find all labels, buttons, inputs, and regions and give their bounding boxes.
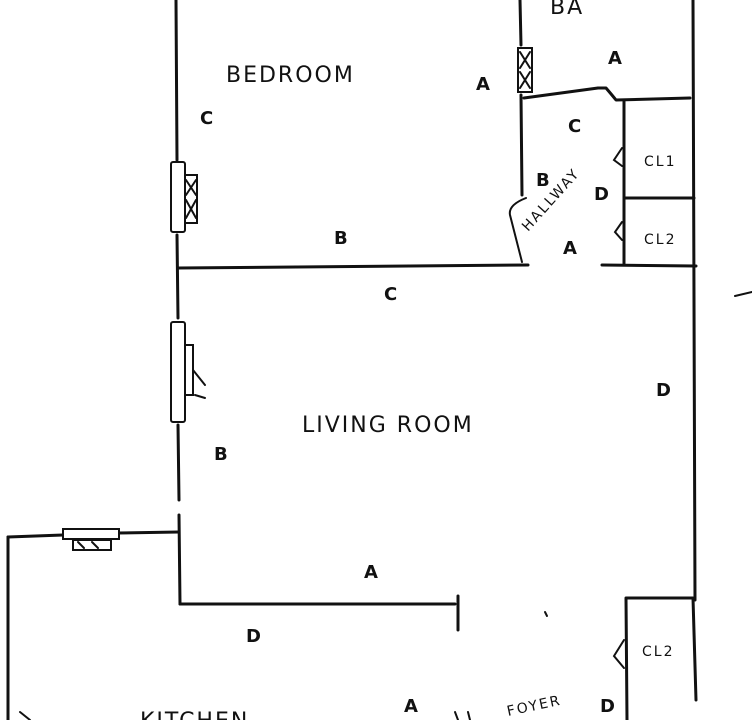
stray-mark — [19, 711, 31, 720]
wall-label: D — [656, 380, 673, 401]
wall-label: A — [404, 696, 420, 717]
wall-label: D — [246, 626, 263, 647]
closet1-label: CL1 — [644, 154, 676, 170]
closet2-foyer-label: CL2 — [642, 644, 674, 660]
walls — [6, 0, 752, 720]
wall-label: D — [600, 696, 617, 717]
kitchen-north-wall — [6, 530, 181, 539]
bath-window — [517, 47, 533, 93]
hall-door-swing — [508, 197, 527, 263]
wall-label: D — [594, 184, 611, 205]
foyer-cl-door — [612, 639, 625, 669]
kitchen-window — [62, 528, 120, 551]
bedroom-window — [170, 161, 198, 233]
wall-label: C — [200, 108, 215, 129]
windows — [62, 47, 533, 551]
wall-label: B — [214, 444, 230, 465]
bedroom-living-divider — [176, 263, 530, 270]
bedroom-label: BEDROOM — [226, 63, 355, 88]
wall-label: B — [334, 228, 350, 249]
living-room-label: LIVING ROOM — [302, 413, 474, 438]
kitchen-label: KITCHEN — [140, 709, 249, 720]
wall-label: A — [476, 74, 492, 95]
bedroom-east-wall — [518, 0, 524, 197]
bath-label: BA — [550, 0, 584, 20]
exterior-stub — [734, 291, 752, 297]
wall-label: A — [364, 562, 380, 583]
hall-divider-right — [600, 263, 698, 268]
closet2-hall-label: CL2 — [644, 232, 676, 248]
wall-label: A — [563, 238, 579, 259]
wall-label: A — [608, 48, 624, 69]
living-window — [170, 321, 206, 423]
stray-mark — [454, 711, 471, 720]
wall-label: C — [384, 284, 399, 305]
east-wall — [691, 0, 697, 602]
foyer-closet — [624, 596, 698, 720]
wall-label: B — [536, 170, 552, 191]
cl1-door — [612, 147, 623, 167]
bath-bottom-wall — [522, 86, 692, 102]
foyer-label: FOYER — [506, 693, 564, 720]
stray-mark — [544, 611, 548, 617]
west-wall — [174, 0, 182, 606]
wall-label: C — [568, 116, 583, 137]
cl2-door — [613, 221, 623, 241]
